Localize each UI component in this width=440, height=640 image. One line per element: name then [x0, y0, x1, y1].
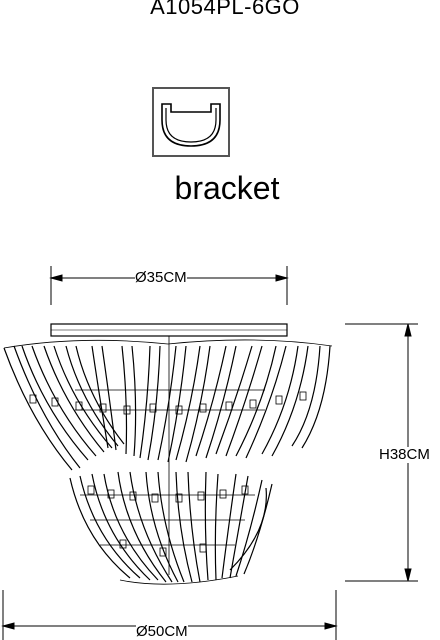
height-label: H38CM	[379, 446, 430, 463]
chandelier-drawing	[3, 323, 333, 585]
ceiling-bracket-icon	[152, 87, 230, 157]
lower-tier-crystals	[69, 471, 273, 585]
top-diameter-label: Ø35CM	[135, 269, 187, 286]
small-crystal-drops	[29, 391, 307, 557]
bottom-diameter-label: Ø50CM	[136, 623, 188, 640]
upper-tier-crystals	[3, 339, 333, 471]
bracket-label: bracket	[174, 170, 280, 206]
model-number: A1054PL-6GO	[150, 0, 300, 19]
